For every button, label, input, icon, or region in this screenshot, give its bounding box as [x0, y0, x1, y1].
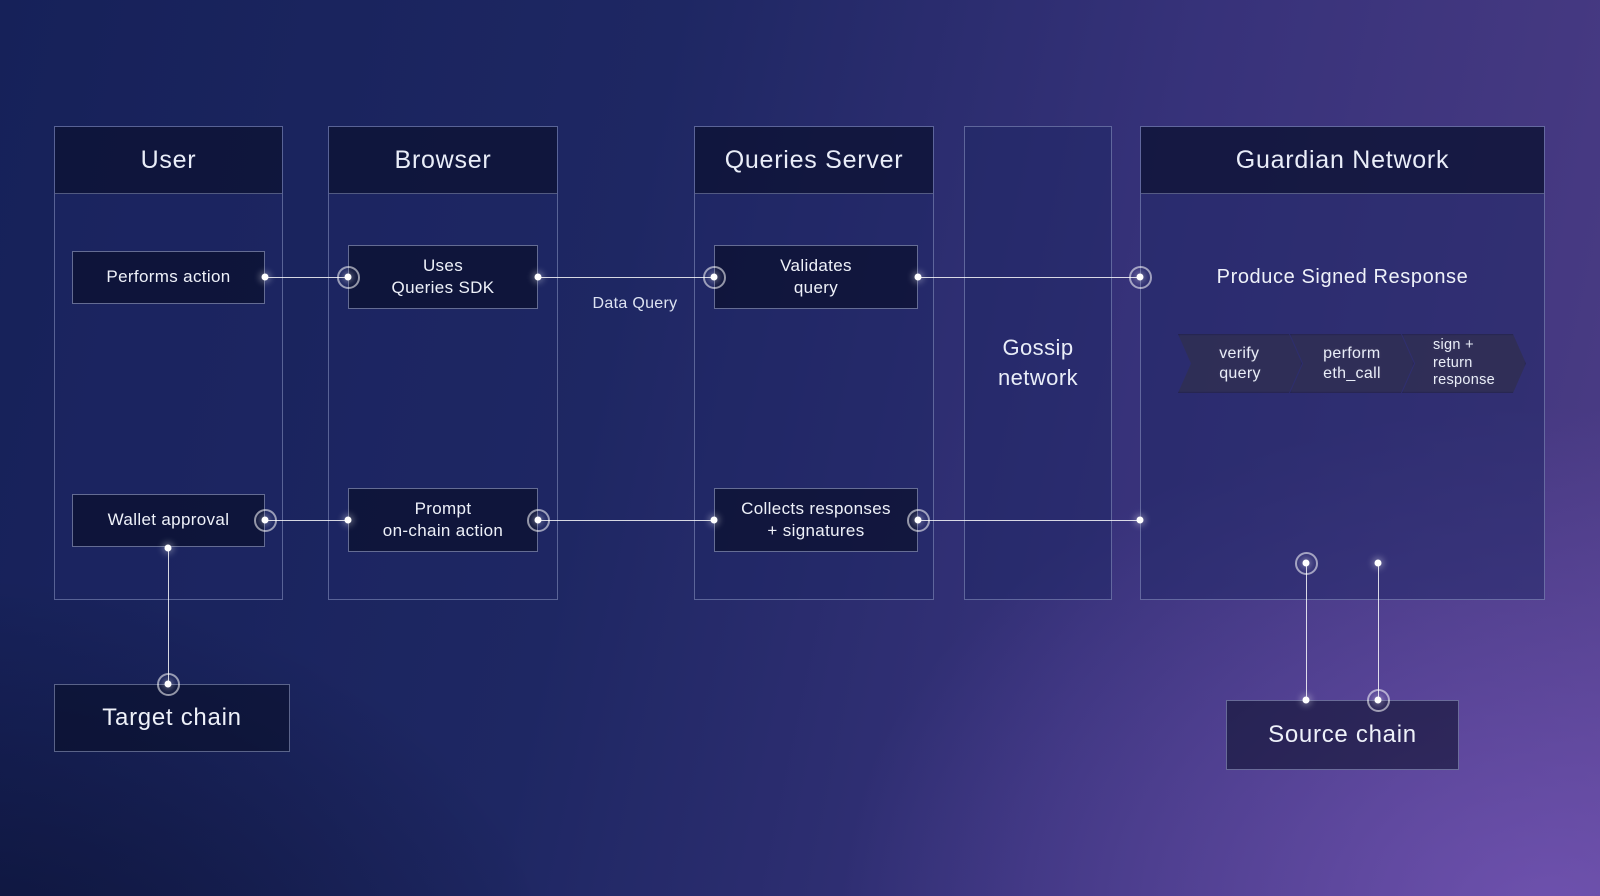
node-prompt-onchain-action: Prompt on-chain action: [348, 488, 538, 552]
panel-queries-server-title: Queries Server: [724, 145, 904, 174]
node-uses-queries-sdk: Uses Queries SDK: [348, 245, 538, 309]
chevron-verify-query: verify query: [1178, 334, 1302, 393]
connector-line: [538, 277, 714, 278]
connector-dot: [710, 516, 718, 524]
chevron-sign-return-response: sign + return response: [1402, 334, 1526, 393]
chevron-perform-eth-call: perform eth_call: [1290, 334, 1414, 393]
node-wallet-approval: Wallet approval: [72, 494, 265, 547]
connector-ring-dot: [261, 516, 269, 524]
panel-gossip-network: Gossip network: [964, 126, 1112, 600]
connector-ring-dot: [1302, 559, 1310, 567]
connector-ring-dot: [164, 680, 172, 688]
node-collects-responses: Collects responses + signatures: [714, 488, 918, 552]
connector-line: [265, 277, 348, 278]
connector-dot: [344, 516, 352, 524]
connector-line: [168, 548, 169, 684]
connector-ring-dot: [914, 516, 922, 524]
node-performs-action: Performs action: [72, 251, 265, 304]
connector-dot: [261, 273, 269, 281]
connector-ring-dot: [1374, 696, 1382, 704]
produce-signed-response-label: Produce Signed Response: [1216, 265, 1469, 288]
panel-guardian-network-header: Guardian Network: [1141, 127, 1544, 194]
node-wallet-approval-label: Wallet approval: [107, 510, 230, 530]
node-source-chain: Source chain: [1226, 700, 1459, 770]
connector-dot: [164, 544, 172, 552]
connector-dot: [914, 273, 922, 281]
connector-dot: [534, 273, 542, 281]
panel-guardian-network-title: Guardian Network: [1235, 145, 1450, 174]
panel-browser-header: Browser: [329, 127, 557, 194]
panel-user-title: User: [140, 145, 197, 174]
data-query-edge-label: Data Query: [592, 295, 678, 312]
chevron-sign-return-response-label: sign + return response: [1433, 337, 1495, 389]
connector-line: [538, 520, 714, 521]
chevron-verify-query-label: verify query: [1219, 344, 1261, 382]
connector-ring-dot: [710, 273, 718, 281]
connector-dot: [1136, 516, 1144, 524]
node-target-chain: Target chain: [54, 684, 290, 752]
connector-ring-dot: [1136, 273, 1144, 281]
node-target-chain-label: Target chain: [102, 704, 242, 731]
chevron-perform-eth-call-label: perform eth_call: [1323, 344, 1381, 382]
panel-user-header: User: [55, 127, 282, 194]
node-source-chain-label: Source chain: [1268, 721, 1417, 748]
connector-line: [918, 277, 1140, 278]
panel-queries-server-header: Queries Server: [695, 127, 933, 194]
connector-line: [265, 520, 348, 521]
node-validates-query-label: Validates query: [780, 255, 852, 297]
connector-dot: [1374, 559, 1382, 567]
connector-dot: [1302, 696, 1310, 704]
node-uses-queries-sdk-label: Uses Queries SDK: [391, 255, 495, 297]
connector-line: [918, 520, 1140, 521]
connector-line: [1378, 563, 1379, 700]
node-collects-responses-label: Collects responses + signatures: [741, 498, 891, 540]
panel-browser-title: Browser: [394, 145, 492, 174]
connector-ring-dot: [534, 516, 542, 524]
connector-line: [1306, 563, 1307, 700]
node-performs-action-label: Performs action: [106, 267, 231, 287]
gossip-network-label: Gossip network: [997, 335, 1079, 390]
connector-ring-dot: [344, 273, 352, 281]
node-validates-query: Validates query: [714, 245, 918, 309]
node-prompt-onchain-action-label: Prompt on-chain action: [382, 498, 504, 540]
